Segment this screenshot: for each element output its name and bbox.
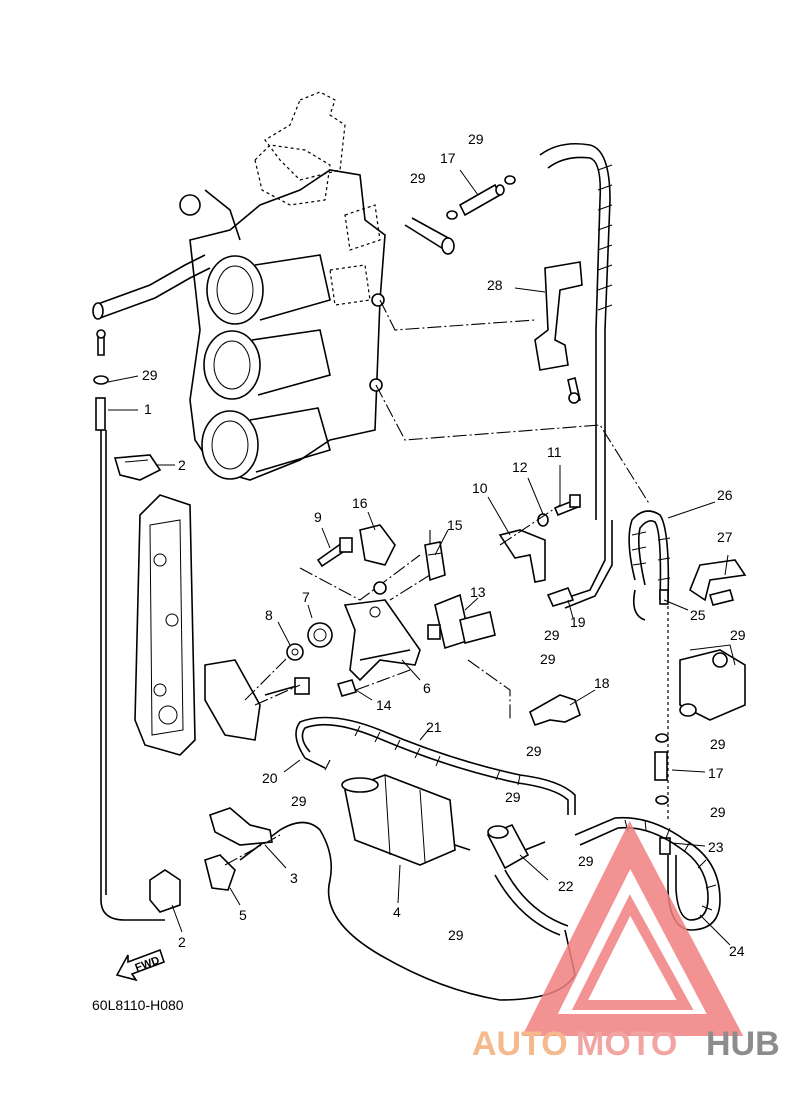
callout-16: 16	[352, 495, 368, 511]
callout-11: 11	[547, 444, 562, 460]
callout-2-lower: 2	[178, 934, 186, 950]
callout-26: 26	[717, 487, 733, 503]
watermark-text-auto: AUTO	[472, 1025, 568, 1063]
callout-13: 13	[470, 584, 486, 600]
part-17-joint-lower	[654, 733, 669, 805]
part-13-valve	[427, 593, 496, 650]
watermark-logo	[522, 820, 744, 1036]
callout-10: 10	[472, 480, 488, 496]
callout-18: 18	[594, 675, 610, 691]
callout-3: 3	[290, 870, 298, 886]
callout-29-valve: 29	[544, 627, 560, 643]
callout-17: 17	[440, 150, 456, 166]
part-28-bracket	[534, 261, 583, 404]
part-27-bracket	[689, 559, 747, 606]
part-29-clip-top-b	[446, 210, 458, 220]
callout-27: 27	[717, 529, 733, 545]
callout-29-canister: 29	[448, 927, 464, 943]
callout-14: 14	[376, 697, 392, 713]
callout-29-center: 29	[505, 789, 521, 805]
callout-29-right: 29	[578, 853, 594, 869]
callout-numbers: 29 1 2 2 3 4 5 6 7 8 9 10 11 12 13 14 15…	[142, 131, 746, 959]
mount-plate-bracket	[204, 654, 310, 741]
upper-return-hose	[539, 142, 613, 520]
callout-17-lower: 17	[708, 765, 724, 781]
callout-19: 19	[570, 614, 586, 630]
part-29-clip-top-a	[504, 175, 516, 185]
watermark-text-hub: HUB	[706, 1025, 780, 1063]
part-11-bolt	[553, 494, 581, 517]
callout-20: 20	[262, 770, 278, 786]
part-3-clamp	[209, 807, 273, 846]
part-7-grommet	[307, 622, 333, 648]
callout-12: 12	[512, 459, 528, 475]
callout-29-top-left: 29	[410, 170, 426, 186]
callout-1: 1	[144, 401, 152, 417]
part-15-clip	[424, 541, 446, 582]
part-6-bracket	[343, 599, 421, 682]
part-2-clamp	[113, 454, 162, 481]
callout-2: 2	[178, 457, 186, 473]
callout-15: 15	[447, 517, 463, 533]
callout-29-hose20: 29	[291, 793, 307, 809]
part-1-fuel-pipe	[93, 329, 165, 921]
callout-6: 6	[423, 680, 431, 696]
callout-4: 4	[393, 904, 401, 920]
intake-gasket-plate	[134, 494, 196, 756]
part-9-bolt	[316, 537, 353, 568]
watermark-text-moto: MOTO	[576, 1025, 677, 1063]
callout-29-pump-lower: 29	[710, 736, 726, 752]
part-18-elbow-hose	[529, 694, 581, 727]
part-21-hose	[295, 716, 576, 815]
fwd-label: FWD	[134, 954, 162, 974]
callout-7: 7	[302, 589, 310, 605]
part-19-fuel-hose	[546, 520, 613, 609]
part-8-washer	[286, 643, 304, 661]
fuel-pump-assembly	[679, 644, 746, 721]
callout-29-elbow: 29	[526, 743, 542, 759]
callout-29-joint: 29	[710, 804, 726, 820]
callout-29: 29	[142, 367, 158, 383]
drawing-code: 60L8110-H080	[92, 997, 184, 1013]
callout-29-top-right: 29	[468, 131, 484, 147]
leader-lines	[107, 169, 731, 946]
part-4-canister	[341, 774, 471, 866]
callout-8: 8	[265, 607, 273, 623]
callout-23: 23	[708, 839, 724, 855]
callout-28: 28	[487, 277, 503, 293]
fwd-arrow-icon: FWD	[115, 948, 166, 982]
callout-29-pump: 29	[730, 627, 746, 643]
callout-24: 24	[729, 943, 745, 959]
callout-9: 9	[314, 509, 322, 525]
part-26-wrapped-hose	[628, 510, 671, 621]
callout-5: 5	[239, 907, 247, 923]
part-17-joint-top	[458, 183, 505, 217]
part-10-bracket	[498, 529, 546, 583]
callout-22: 22	[558, 878, 574, 894]
callout-25: 25	[690, 607, 706, 623]
part-16-holder	[359, 524, 396, 595]
callout-21: 21	[426, 719, 442, 735]
callout-29-mid: 29	[540, 651, 556, 667]
part-2-clamp-lower	[149, 869, 181, 913]
part-22-valve	[486, 823, 546, 870]
part-14-nut	[336, 679, 358, 697]
part-25-joint	[659, 589, 669, 605]
carburetor-assembly-drawing	[92, 91, 386, 481]
part-5-clamp	[204, 854, 236, 891]
